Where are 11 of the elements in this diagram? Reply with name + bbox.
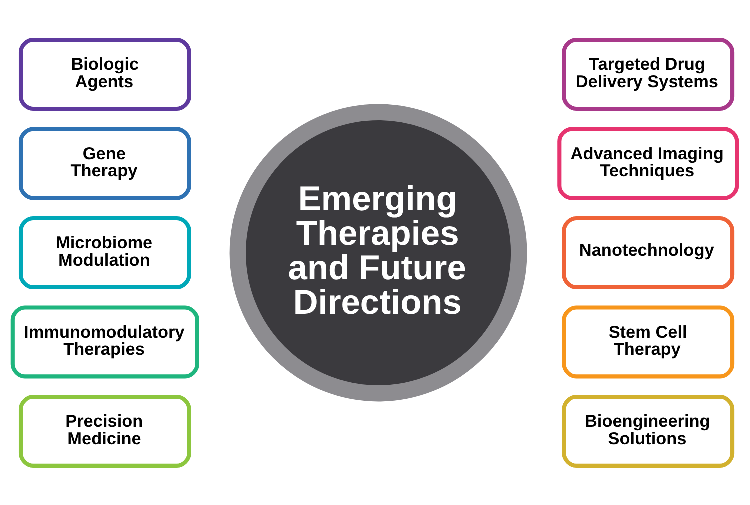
node-circle: Emerging Therapies and Future Directions	[230, 104, 528, 402]
node-box: Biologic Agents	[18, 38, 192, 111]
node-box: Advanced Imaging Techniques	[558, 126, 740, 200]
node-box: Targeted Drug Delivery Systems	[562, 38, 735, 111]
node-box: Microbiome Modulation	[18, 216, 192, 289]
node-box: Bioengineering Solutions	[562, 394, 735, 468]
node-box: Precision Medicine	[18, 394, 192, 468]
node-box: Stem Cell Therapy	[562, 305, 735, 378]
node-box: Immunomodulatory Therapies	[10, 305, 200, 378]
node-box: Gene Therapy	[18, 126, 192, 200]
node-box: Nanotechnology	[562, 216, 735, 289]
